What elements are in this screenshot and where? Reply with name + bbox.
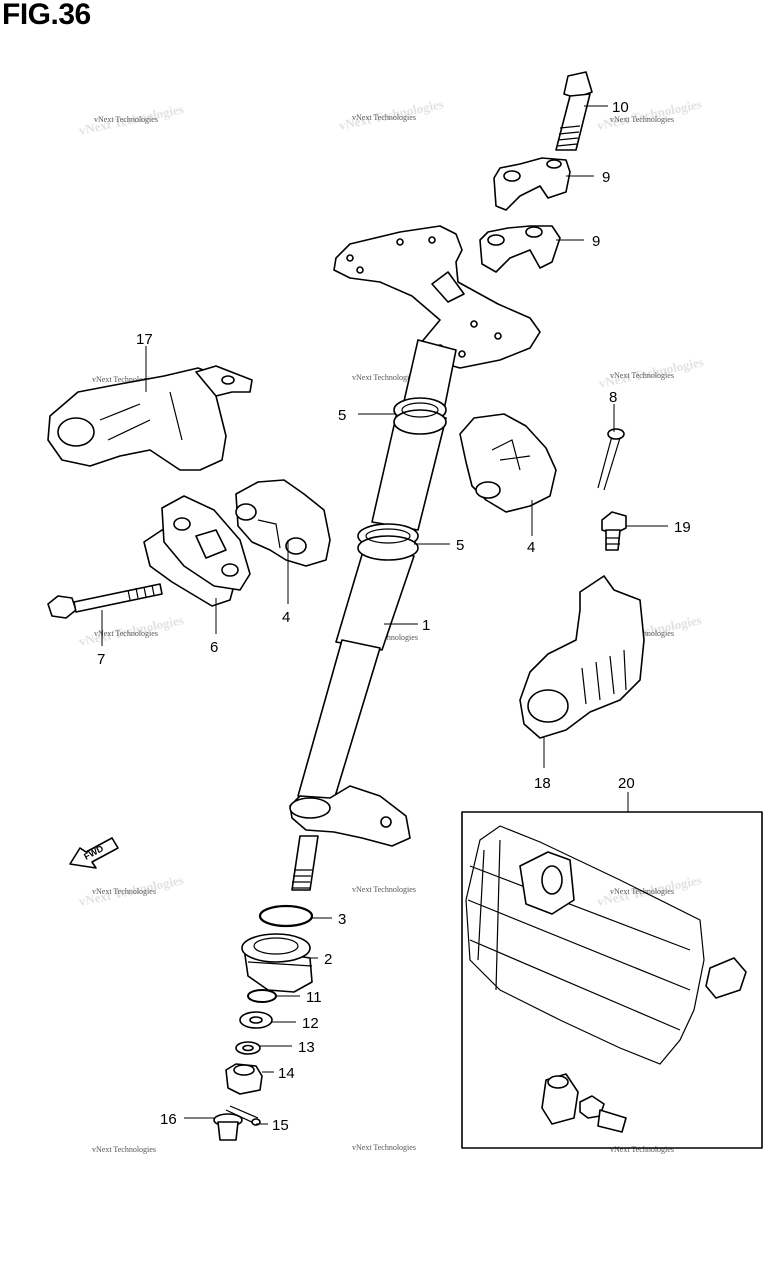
part-16-bushing: [213, 1113, 243, 1141]
leader-lines: [101, 105, 668, 1125]
part-2-bearing: [241, 933, 313, 993]
watermark: vNext Technologies: [352, 885, 416, 894]
watermark: vNext Technologies: [352, 1143, 416, 1152]
callouts: 10 9 9 17 8 5 5 4 4 19 1 7 6 18 20 3 2 1…: [97, 99, 691, 1134]
callout-1: 1: [422, 617, 430, 634]
watermark: vNext Technologies: [352, 373, 416, 382]
part-4-right-holder: [459, 413, 557, 513]
callout-4-right: 4: [527, 539, 535, 556]
watermark: vNext Technologies: [610, 1145, 674, 1154]
callout-5-upper: 5: [338, 407, 346, 424]
callout-3: 3: [338, 911, 346, 928]
part-8-cotter-pin: [597, 428, 625, 491]
part-7-long-bolt: [47, 583, 163, 619]
watermark: vNext Technologies: [92, 1145, 156, 1154]
callout-18: 18: [534, 775, 551, 792]
part-12-washer: [239, 1011, 273, 1029]
part-10-bolt: [555, 71, 593, 151]
callout-5-lower: 5: [456, 537, 464, 554]
callout-13: 13: [298, 1039, 315, 1056]
callout-12: 12: [302, 1015, 319, 1032]
callout-16: 16: [160, 1111, 177, 1128]
callout-7: 7: [97, 651, 105, 668]
part-4-left-holder: [235, 479, 331, 567]
watermark: vNext Technologies: [92, 887, 156, 896]
callout-14: 14: [278, 1065, 295, 1082]
part-13-washer: [235, 1041, 261, 1055]
watermark: vNext Technologies: [610, 115, 674, 124]
callout-9-upper: 9: [602, 169, 610, 186]
watermark: vNext Technologies: [94, 629, 158, 638]
watermark: vNext Technologies: [92, 375, 156, 384]
part-20-grille-assembly: [461, 811, 763, 1149]
figure-title: FIG.36: [2, 0, 91, 31]
part-3-snap-ring: [258, 904, 314, 928]
callout-4-left: 4: [282, 609, 290, 626]
fwd-arrow: FWD: [69, 837, 119, 869]
part-6-plate: [143, 495, 251, 607]
callout-8: 8: [609, 389, 617, 406]
watermark: vNext Technologies: [94, 115, 158, 124]
part-9-lower-clamp: [479, 225, 561, 273]
part-1-steering-shaft: [289, 225, 541, 891]
callout-20: 20: [618, 775, 635, 792]
part-9-upper-clamp: [493, 157, 571, 211]
watermark: vNext Technologies: [352, 113, 416, 122]
part-17-left-guard: [47, 365, 253, 471]
part-5-upper-bushing: [393, 397, 447, 435]
callout-15: 15: [272, 1117, 289, 1134]
callout-11: 11: [306, 989, 322, 1006]
callout-9-lower: 9: [592, 233, 600, 250]
callout-2: 2: [324, 951, 332, 968]
watermark: vNext Technologies: [610, 371, 674, 380]
part-14-castle-nut: [225, 1063, 263, 1095]
part-19-bolt: [601, 511, 627, 551]
callout-6: 6: [210, 639, 218, 656]
part-18-right-guard: [519, 575, 645, 739]
part-11-washer: [247, 989, 277, 1003]
callout-10: 10: [612, 99, 629, 116]
callout-17: 17: [136, 331, 153, 348]
part-5-lower-bushing: [357, 523, 419, 561]
callout-19: 19: [674, 519, 691, 536]
